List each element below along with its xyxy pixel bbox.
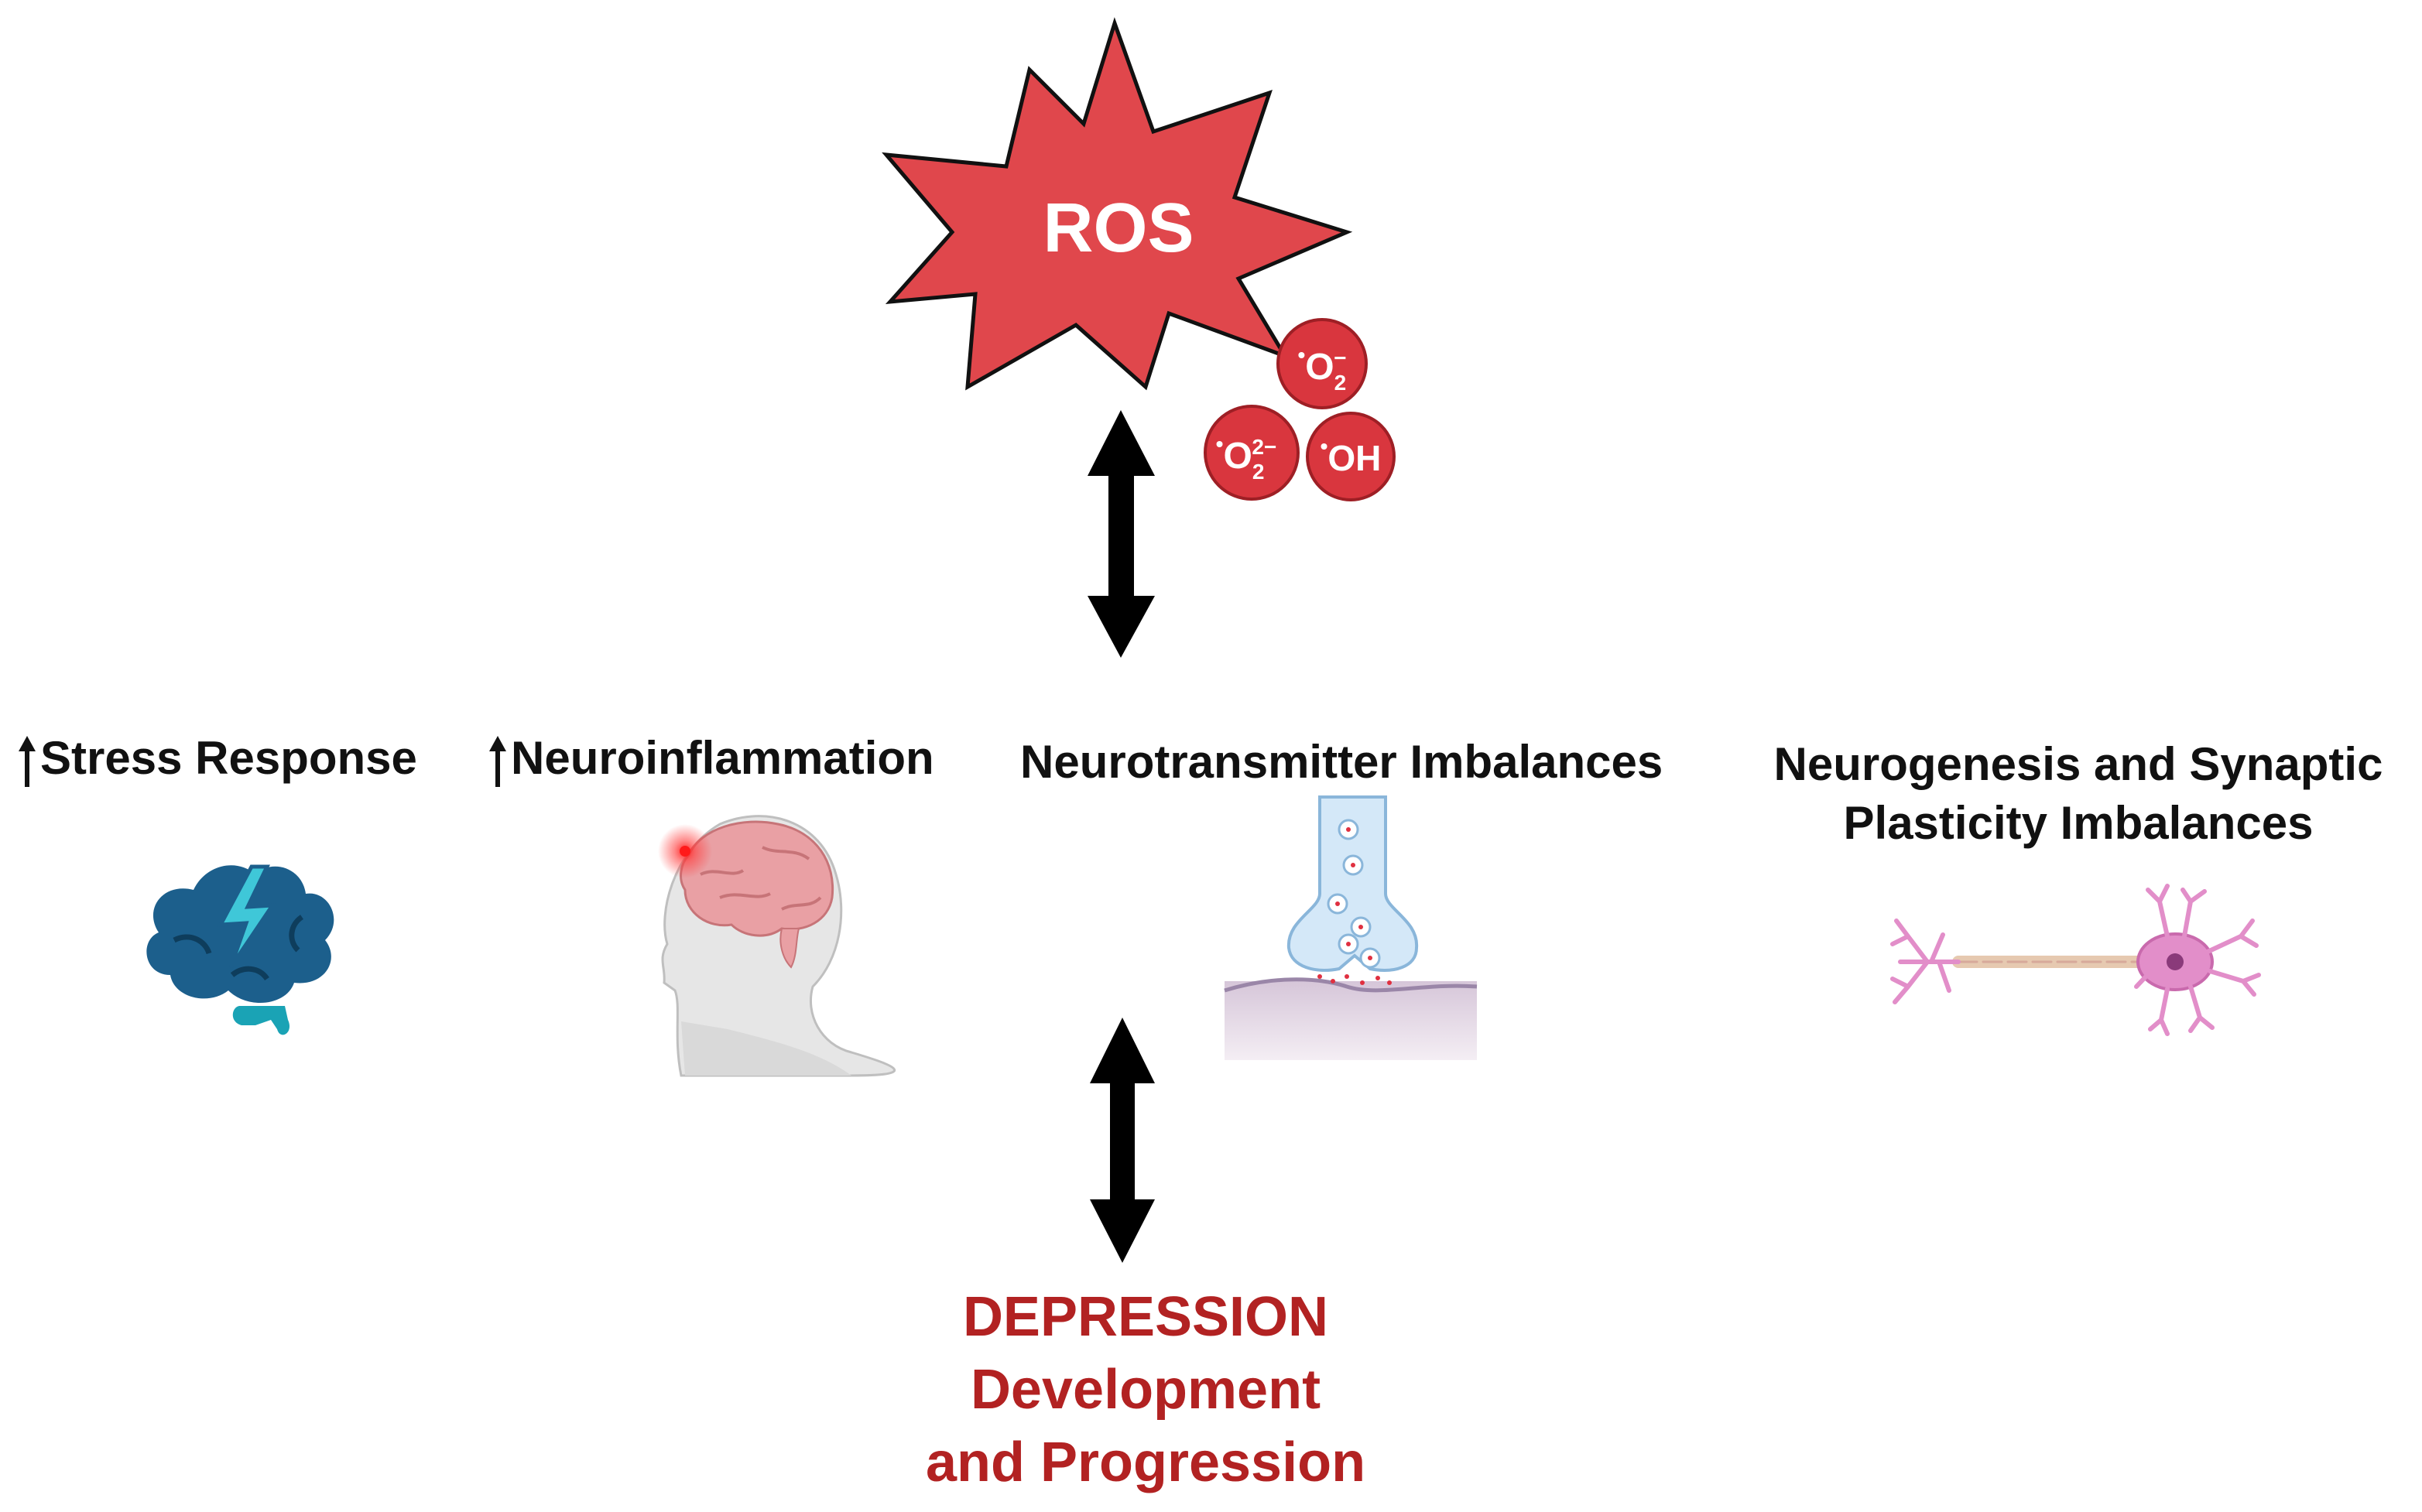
radical-hydroxyl: •OH bbox=[1306, 412, 1396, 501]
ros-starburst: ROS bbox=[882, 17, 1353, 391]
svg-text:•OH: •OH bbox=[1321, 434, 1382, 478]
neuron-icon bbox=[1890, 884, 2261, 1036]
neurogenesis-label: Neurogenesis and Synaptic Plasticity Imb… bbox=[1745, 735, 2411, 853]
radical-peroxide: •O22− bbox=[1204, 405, 1300, 501]
neurogenesis-line2: Plasticity Imbalances bbox=[1843, 797, 2314, 849]
svg-text:•O22−: •O22− bbox=[1216, 432, 1277, 484]
neurotransmitter-label: Neurotransmitter Imbalances bbox=[1020, 736, 1663, 788]
up-arrow-icon bbox=[19, 736, 36, 788]
up-arrow-icon bbox=[489, 736, 506, 788]
outcome-line3: and Progression bbox=[925, 1432, 1366, 1493]
depression-outcome: DEPRESSION Development and Progression bbox=[836, 1281, 1455, 1499]
outcome-line2: Development bbox=[970, 1359, 1321, 1421]
neuroinflammation-label: Neuroinflammation bbox=[488, 731, 934, 788]
svg-text:•O2−: •O2− bbox=[1297, 343, 1346, 395]
head-brain-inflammation-icon bbox=[658, 815, 896, 1077]
double-arrow-icon bbox=[1090, 1018, 1155, 1263]
neuroinflammation-text: Neuroinflammation bbox=[511, 732, 934, 784]
ros-burst-shape bbox=[882, 17, 1353, 391]
ros-label: ROS bbox=[1043, 190, 1194, 267]
outcome-line1: DEPRESSION bbox=[962, 1286, 1329, 1348]
neurogenesis-line1: Neurogenesis and Synaptic bbox=[1773, 738, 2383, 790]
stressed-brain-icon bbox=[146, 864, 334, 1035]
synapse-icon bbox=[1224, 795, 1478, 1060]
double-arrow-icon bbox=[1088, 410, 1155, 658]
radical-oxygen-superoxide: •O2− bbox=[1276, 318, 1368, 409]
stress-response-label: Stress Response bbox=[17, 731, 417, 788]
stress-response-text: Stress Response bbox=[40, 732, 417, 784]
